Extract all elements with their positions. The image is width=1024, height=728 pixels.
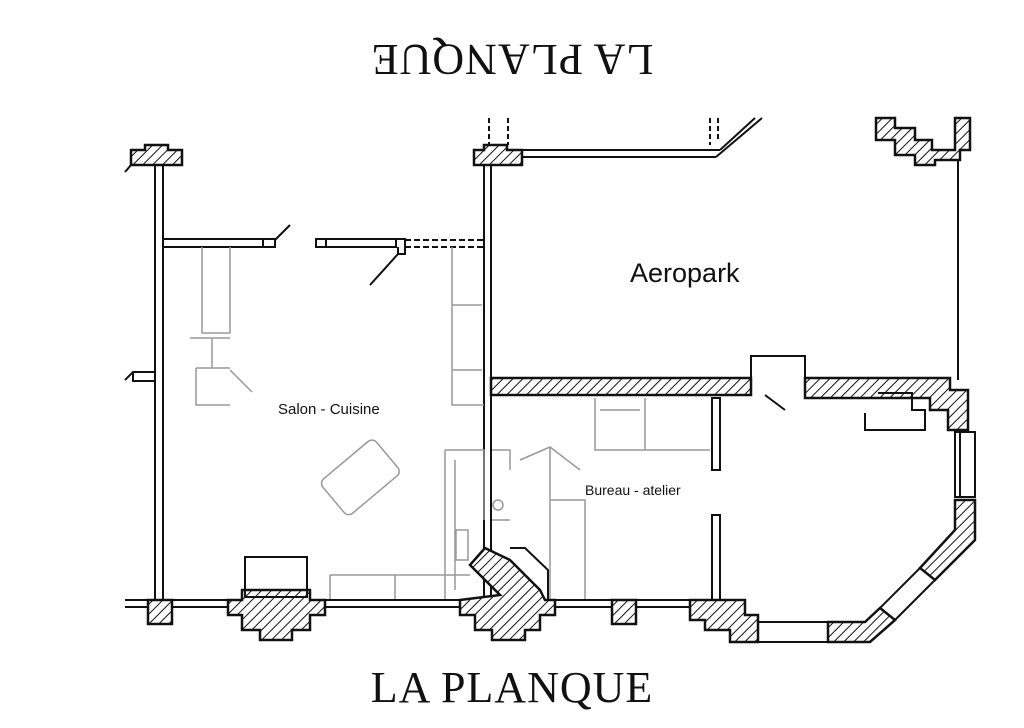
middle-hatched-wall (489, 355, 970, 432)
pillar-top-middle (472, 143, 524, 167)
room-label-salon-cuisine: Salon - Cuisine (278, 401, 380, 418)
top-outer-wall (488, 117, 763, 158)
bureau-partitions (711, 397, 721, 601)
pillar-top-right (874, 116, 972, 167)
cupboards (190, 247, 710, 600)
bottom-wall (125, 546, 760, 644)
pillar-top-left (124, 143, 184, 173)
left-wall (124, 165, 164, 600)
plan-title: LA PLANQUE (370, 663, 654, 712)
salon-partition (162, 224, 484, 286)
room-label-aeropark: Aeropark (630, 258, 740, 288)
bay-window (757, 431, 977, 644)
room-label-bureau-atelier: Bureau - atelier (585, 482, 681, 498)
